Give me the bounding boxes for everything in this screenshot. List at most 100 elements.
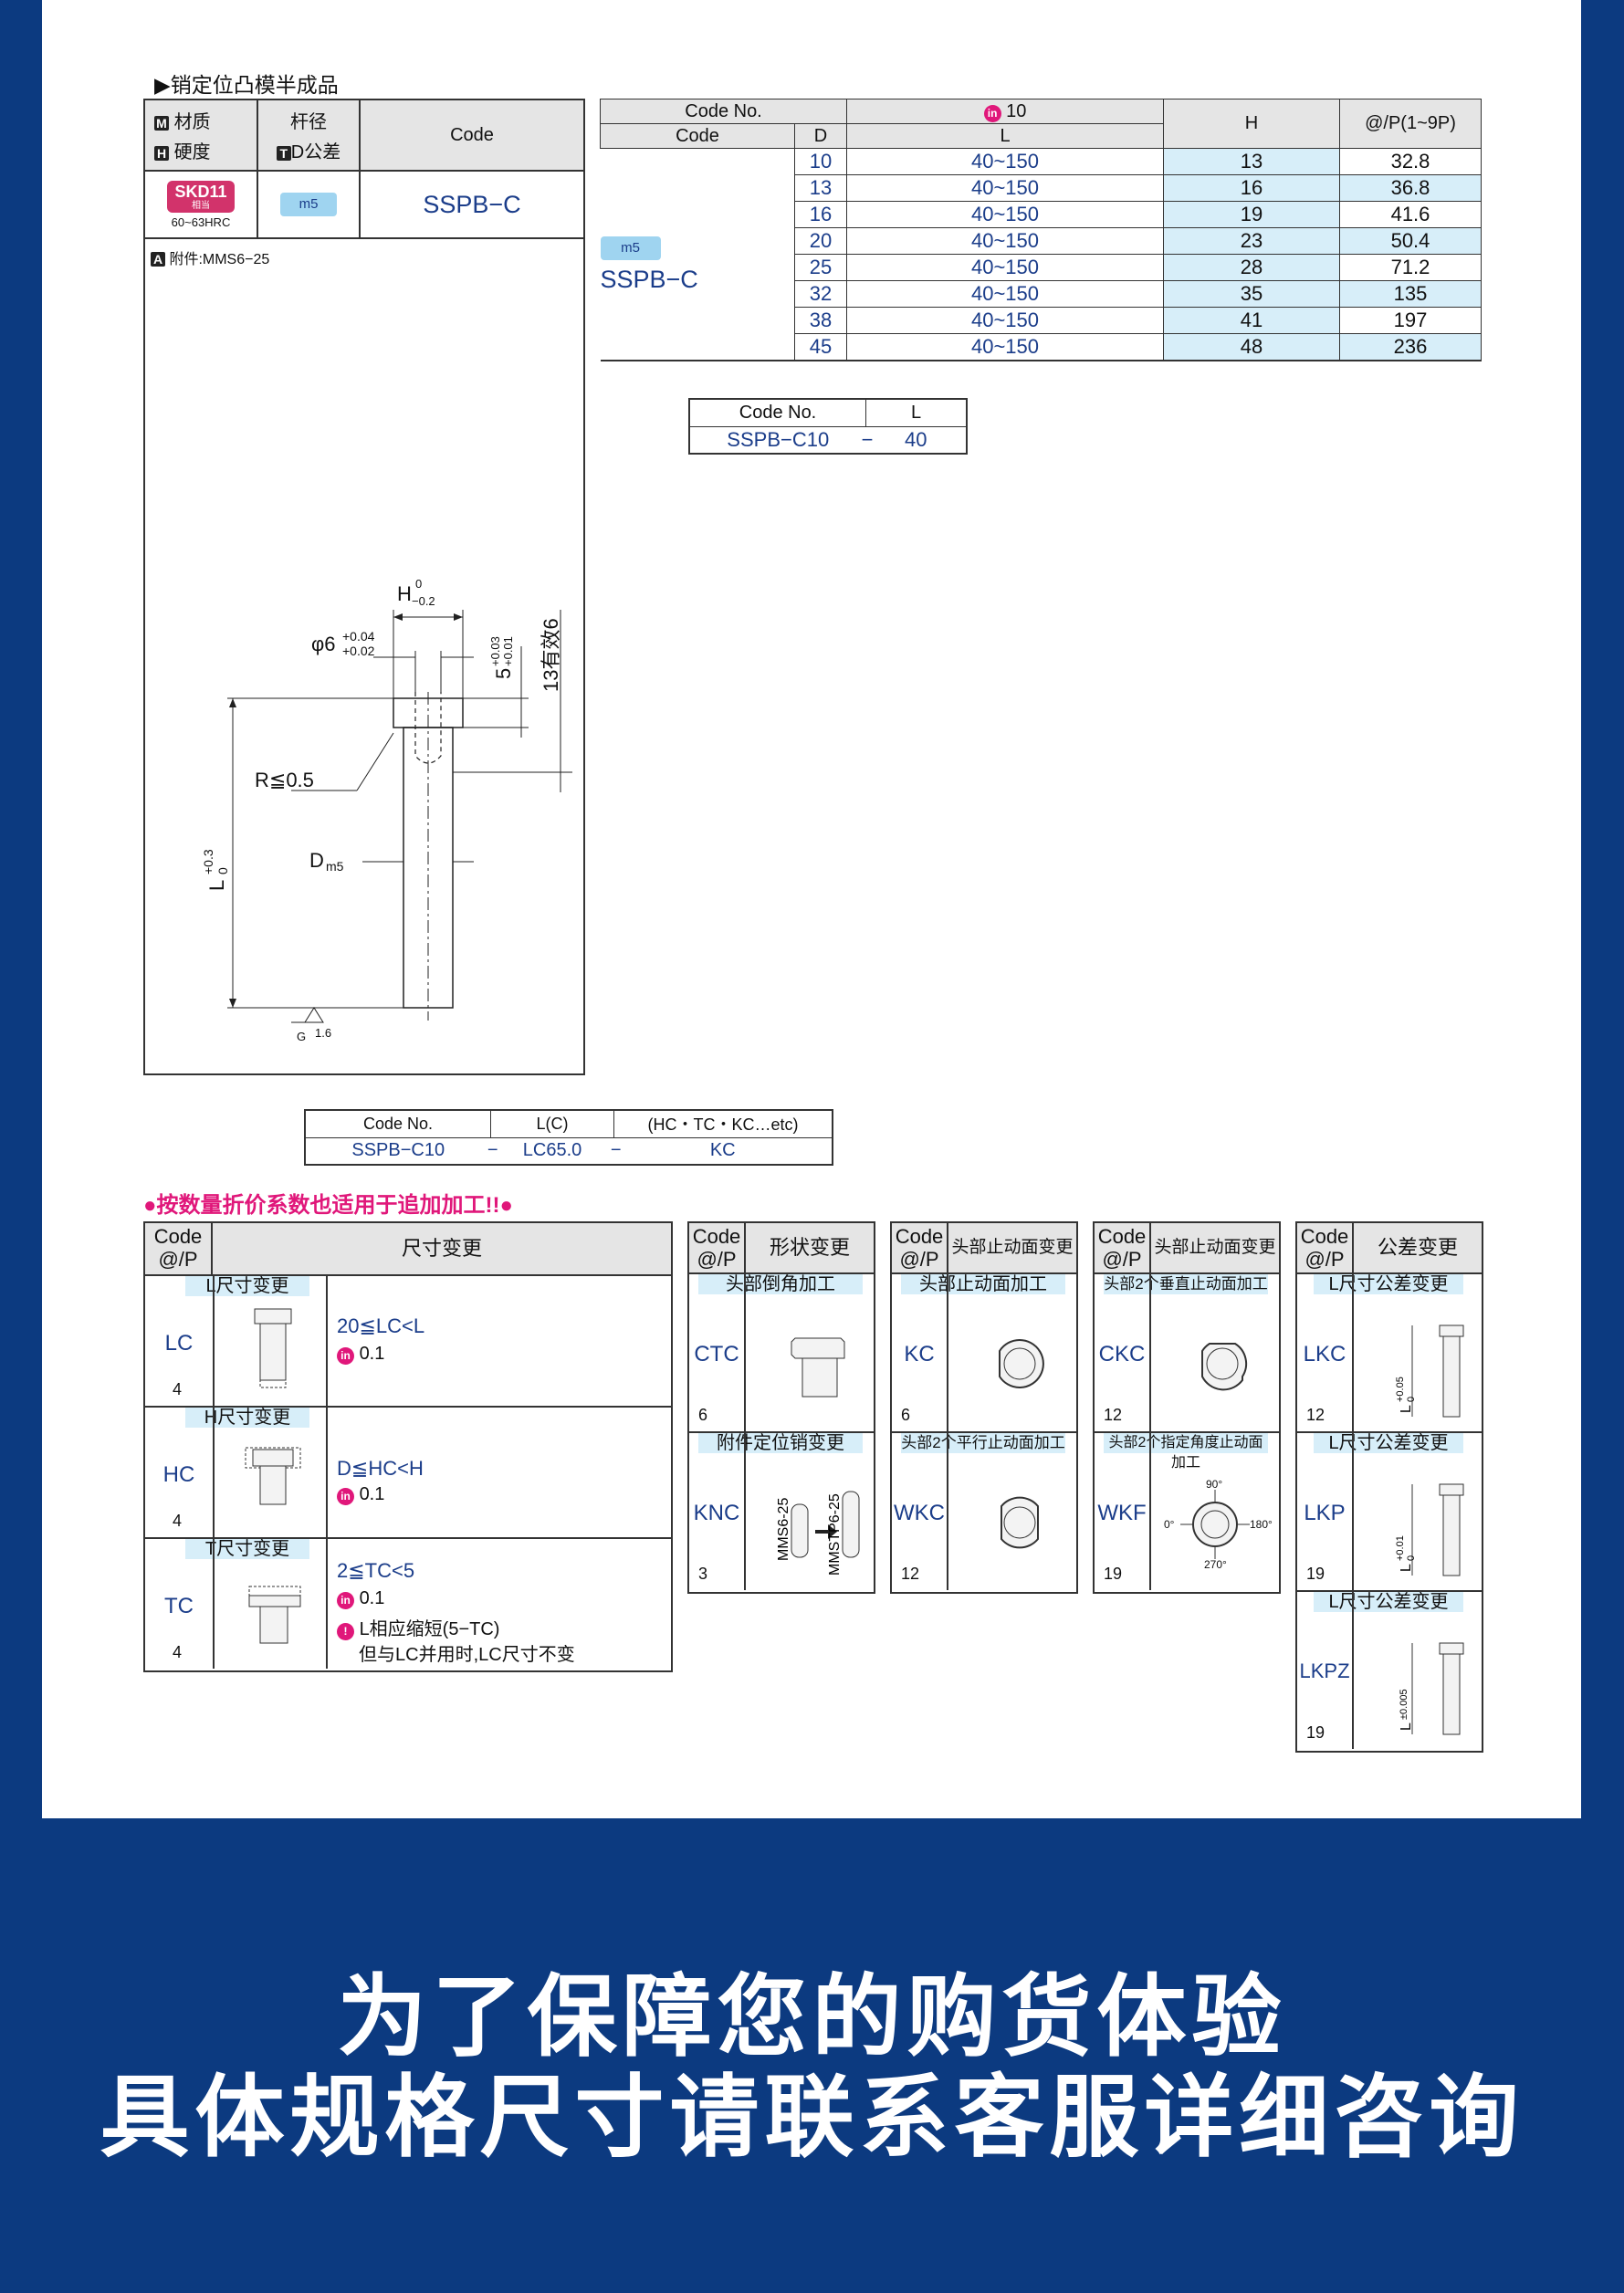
dim-thirteen: 13有效6	[540, 618, 562, 692]
head2-header-code: Code@/P	[1095, 1223, 1151, 1272]
wkc-price: 12	[901, 1565, 920, 1583]
option-row-tc: T尺寸变更 TC 4 2≦TC<5 in 0.1 ! L相应缩短(5−TC) 但…	[145, 1537, 671, 1669]
accessory-text: 附件:MMS6−25	[169, 252, 270, 267]
oe1-dash: −	[861, 427, 874, 451]
ctc-sub: 头部倒角加工	[698, 1274, 863, 1294]
spec-cell-price: 236	[1339, 333, 1482, 361]
svg-text:L: L	[1399, 1405, 1414, 1413]
hc-illustration	[245, 1447, 301, 1505]
spec-cell-price: 71.2	[1339, 254, 1482, 281]
kc-code: KC	[904, 1342, 935, 1366]
tc-illustration	[248, 1586, 301, 1644]
dim-five-tol-bot: +0.01	[501, 636, 515, 666]
hc-price: 4	[173, 1512, 183, 1530]
lkp-tol-top: +0.01	[1395, 1535, 1406, 1561]
wkf-angle-180: 180°	[1250, 1518, 1273, 1531]
oe2-header-code: Code No.	[304, 1109, 491, 1138]
spec-cell-d: 20	[794, 227, 847, 255]
spec-cell-h: 13	[1163, 148, 1340, 175]
svg-text:L: L	[1399, 1722, 1414, 1731]
hc-sub: H尺寸变更	[185, 1408, 309, 1428]
spec-cell-d: 13	[794, 174, 847, 202]
lkc-sub: L尺寸公差变更	[1314, 1274, 1463, 1294]
knc-price: 3	[698, 1565, 708, 1583]
tolerance-tag: m5	[280, 193, 337, 216]
lc-sub: L尺寸变更	[185, 1276, 309, 1296]
option-row-ctc: 头部倒角加工 CTC 6	[689, 1272, 874, 1433]
spec-cell-h: 48	[1163, 333, 1340, 361]
lkc-code: LKC	[1303, 1342, 1346, 1366]
dim-phi-tol-bot: +0.02	[342, 644, 375, 658]
option-row-knc: 附件定位销变更 KNC 3 MMS6-25 MMSTP6-25	[689, 1431, 874, 1590]
dim-header-title: 尺寸变更	[401, 1237, 482, 1260]
head2-header-title: 头部止动面变更	[1154, 1238, 1276, 1257]
dim-five-tol-top: +0.03	[488, 636, 502, 666]
lkc-tol-bot: 0	[1406, 1397, 1417, 1402]
spec-header-d: D	[794, 123, 847, 149]
accessory-badge: A	[151, 252, 165, 267]
oe2-dash2: −	[610, 1140, 622, 1161]
spec-cell-l: 40~150	[846, 307, 1164, 334]
tc-price: 4	[173, 1643, 183, 1661]
spec-cell-l: 40~150	[846, 227, 1164, 255]
head1-header-code: Code@/P	[892, 1223, 948, 1272]
pin-drawing: H 0 −0.2 φ6 +0.04 +0.02 5 +0.03 +0.01 13…	[201, 577, 572, 1043]
head-change-box-1: Code@/P 头部止动面变更 头部止动面加工 KC 6 头部2个平行止动面加工…	[890, 1221, 1078, 1594]
roughness: 1.6	[315, 1026, 331, 1040]
dim-header-code: Code@/P	[145, 1223, 213, 1274]
ckc-price: 12	[1104, 1406, 1123, 1424]
oe1-code: SSPB−C10−	[688, 425, 874, 455]
lc-price: 4	[173, 1380, 183, 1398]
material-header: 材质	[173, 112, 211, 132]
spec-cell-d: 16	[794, 201, 847, 228]
spec-code: SSPB−C	[600, 265, 698, 293]
spec-cell-h: 19	[1163, 201, 1340, 228]
lkpz-price: 19	[1306, 1723, 1325, 1742]
hardness-badge: H	[154, 146, 169, 161]
spec-header-increment: in 10	[846, 99, 1164, 124]
order-example-2: Code No. L(C) (HC・TC・KC…etc) SSPB−C10− L…	[304, 1109, 833, 1166]
ckc-sub: 头部2个垂直止动面加工	[1104, 1274, 1268, 1294]
option-row-hc: H尺寸变更 HC 4 D≦HC<H in 0.1	[145, 1406, 671, 1539]
option-row-lkpz: L尺寸公差变更 LKPZ 19 L±0.005	[1297, 1590, 1482, 1749]
dim-d-sub: m5	[326, 859, 344, 874]
spec-cell-l: 40~150	[846, 148, 1164, 175]
head-change-box-2: Code@/P 头部止动面变更 头部2个垂直止动面加工 CKC 12 头部2个指…	[1093, 1221, 1281, 1594]
lkpz-tol: ±0.005	[1399, 1689, 1409, 1720]
oe2-opt: KC	[613, 1136, 833, 1166]
ctc-code: CTC	[694, 1342, 739, 1366]
spec-cell-d: 45	[794, 333, 847, 361]
kc-price: 6	[901, 1406, 911, 1424]
lc-increment: in 0.1	[337, 1344, 384, 1365]
spec-header-h: H	[1163, 99, 1340, 149]
oe1-header-l: L	[865, 398, 968, 427]
hc-code: HC	[162, 1462, 195, 1487]
knc-code: KNC	[693, 1501, 740, 1525]
spec-header-code: Code	[600, 123, 795, 149]
lc-condition: 20≦LC<L	[337, 1314, 425, 1337]
lkc-price: 12	[1306, 1406, 1325, 1424]
code-header: Code	[360, 99, 583, 172]
wkf-angle-270: 270°	[1204, 1558, 1227, 1570]
footer-line-1: 为了保障您的购货体验	[337, 1965, 1287, 2069]
material-badge-skd11: SKD11 相当	[167, 180, 235, 213]
spec-cell-h: 41	[1163, 307, 1340, 334]
spec-cell-h: 16	[1163, 174, 1340, 202]
dim-phi-tol-top: +0.04	[342, 629, 375, 644]
dim-h-tol-top: 0	[415, 577, 422, 591]
wkf-code: WKF	[1097, 1501, 1147, 1525]
hc-condition: D≦HC<H	[337, 1457, 424, 1480]
tc-note1: ! L相应缩短(5−TC)	[337, 1614, 499, 1640]
footer-line-2: 具体规格尺寸请联系客服详细咨询	[100, 2066, 1524, 2170]
spec-cell-d: 25	[794, 254, 847, 281]
option-row-wkc: 头部2个平行止动面加工 WKC 12	[892, 1431, 1076, 1590]
wkc-code: WKC	[894, 1501, 945, 1525]
dim-l-tol-top: +0.3	[201, 849, 215, 874]
